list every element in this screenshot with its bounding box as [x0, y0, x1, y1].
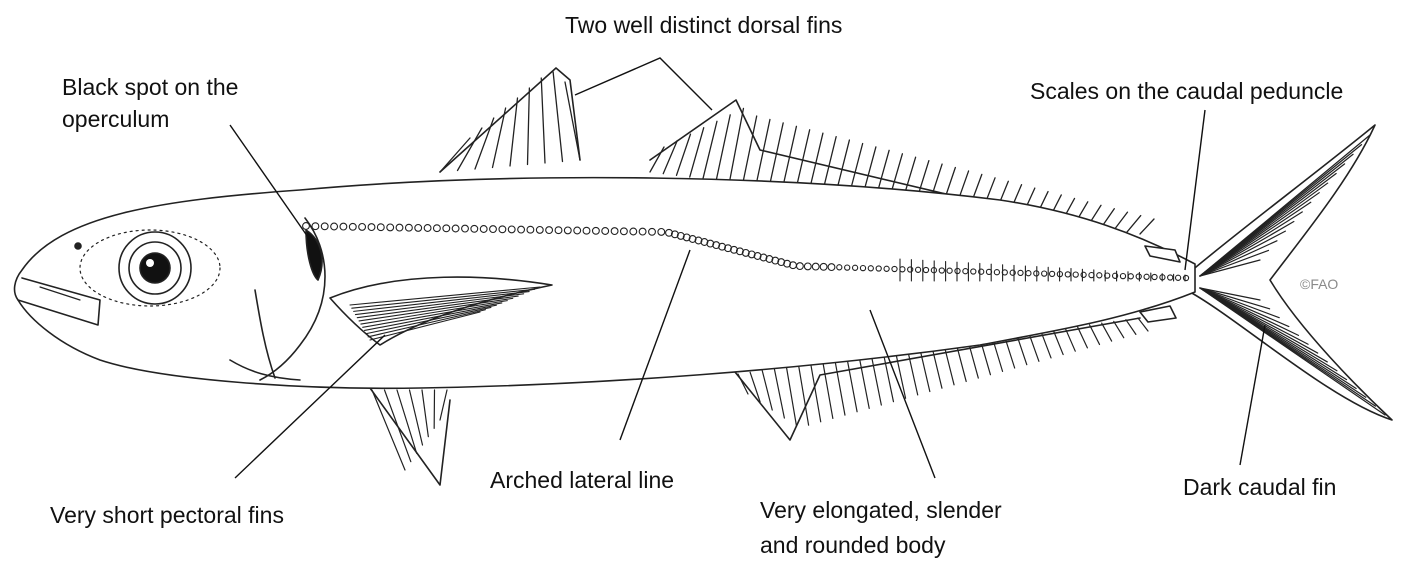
label-black-spot-line1: Black spot on the	[62, 72, 238, 103]
label-scales-peduncle: Scales on the caudal peduncle	[1030, 76, 1343, 107]
label-body-line2: and rounded body	[760, 530, 945, 561]
pelvic-fin	[370, 388, 450, 485]
label-dorsal-fins: Two well distinct dorsal fins	[565, 10, 842, 41]
leader-scales-peduncle	[1185, 110, 1205, 270]
credit-watermark: ©FAO	[1300, 276, 1338, 292]
label-body-line1: Very elongated, slender	[760, 495, 1002, 526]
label-pectoral-fins: Very short pectoral fins	[50, 500, 284, 531]
label-lateral-line: Arched lateral line	[490, 465, 674, 496]
label-caudal-fin: Dark caudal fin	[1183, 472, 1336, 503]
fish-body-outline	[15, 178, 1195, 389]
label-black-spot-line2: operculum	[62, 104, 169, 135]
leader-caudal-fin	[1240, 325, 1265, 465]
first-dorsal-fin	[440, 68, 580, 172]
leader-dorsal-fins	[575, 58, 712, 110]
caudal-fin	[1190, 125, 1392, 420]
